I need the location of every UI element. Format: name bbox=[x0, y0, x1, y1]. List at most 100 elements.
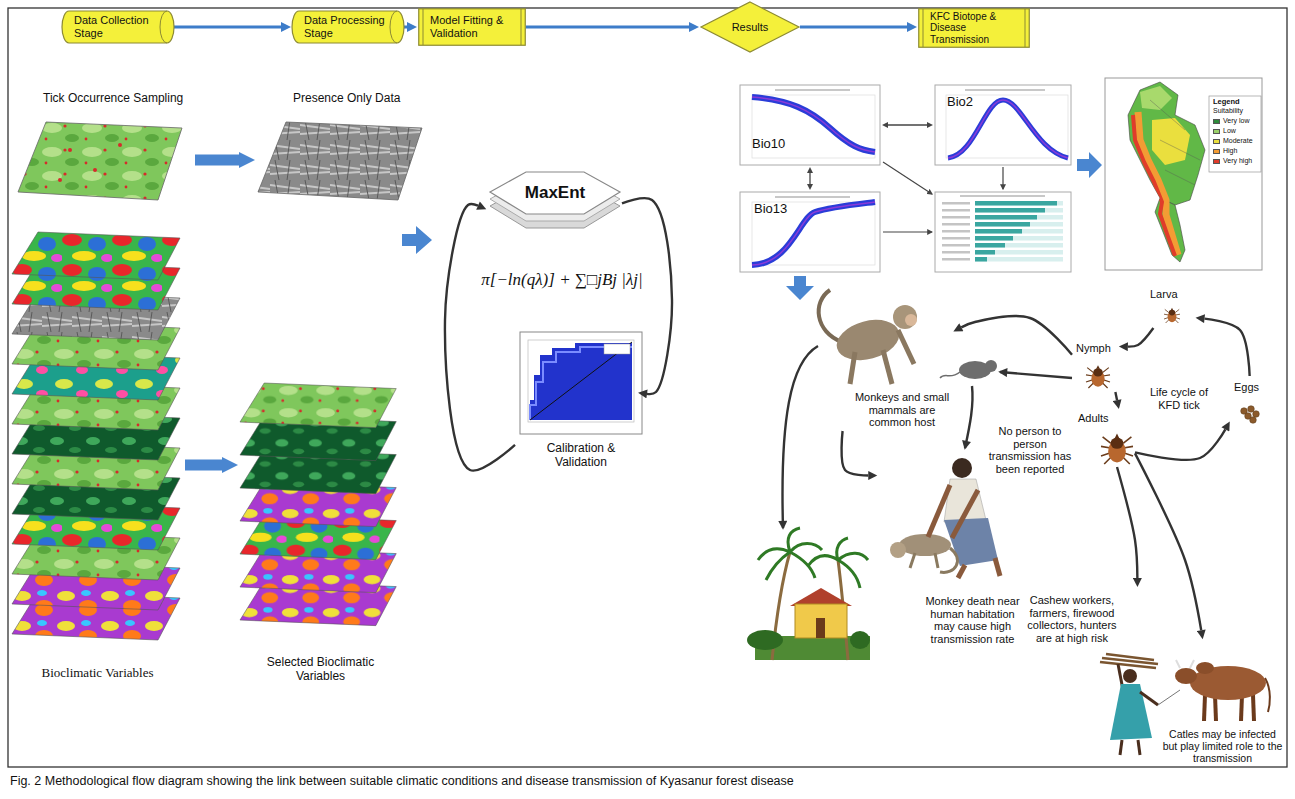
node-text: Monkey death near human habitation may c… bbox=[925, 595, 1020, 646]
legend-swatch bbox=[1213, 159, 1220, 164]
response-curve bbox=[752, 202, 875, 265]
importance-bars bbox=[942, 258, 970, 261]
importance-bars bbox=[942, 223, 970, 226]
woman-figure bbox=[1100, 662, 1156, 668]
suitability-map bbox=[1152, 118, 1190, 165]
importance-bars bbox=[942, 230, 970, 233]
person-figure bbox=[952, 458, 972, 478]
response-curve bbox=[935, 85, 1071, 165]
rat-figure bbox=[940, 360, 997, 379]
node-text: Selected Bioclimatic Variables bbox=[258, 656, 383, 684]
house-figure bbox=[747, 630, 783, 650]
person-figure bbox=[940, 548, 957, 572]
chart-arrow bbox=[883, 231, 932, 232]
selected-stack bbox=[240, 383, 396, 428]
decision-diamond: Results bbox=[700, 1, 800, 53]
presence-map bbox=[258, 122, 422, 200]
response-curve bbox=[740, 85, 880, 165]
person-figure bbox=[935, 553, 938, 568]
node-text: Data Collection Stage bbox=[74, 14, 156, 39]
importance-bars bbox=[942, 251, 970, 254]
response-curve bbox=[740, 85, 880, 165]
monkey-figure bbox=[819, 290, 842, 342]
model-box: MaxEnt bbox=[488, 170, 622, 252]
importance-bars bbox=[942, 237, 970, 240]
connector-arrow bbox=[1115, 392, 1117, 400]
cow-figure bbox=[1176, 660, 1194, 668]
node-text: MaxEnt bbox=[488, 183, 622, 203]
tick-figure bbox=[1086, 365, 1110, 388]
house-figure bbox=[816, 618, 825, 638]
response-curve bbox=[740, 192, 880, 272]
person-figure bbox=[952, 490, 978, 538]
monkey-figure bbox=[898, 330, 914, 364]
person-figure bbox=[890, 458, 1000, 578]
legend-text: Very low bbox=[1223, 117, 1261, 125]
response-curve bbox=[752, 97, 875, 152]
suitability-map bbox=[1133, 86, 1200, 256]
node-text: Larva bbox=[1150, 288, 1192, 301]
legend-swatch bbox=[1213, 119, 1220, 124]
node-text: Data Processing Stage bbox=[304, 14, 386, 39]
importance-bars bbox=[975, 201, 1063, 262]
response-curve bbox=[752, 202, 875, 265]
cow-figure bbox=[1175, 668, 1197, 684]
importance-bars bbox=[975, 215, 1063, 220]
legend-swatch bbox=[1213, 149, 1220, 154]
importance-bars bbox=[975, 208, 1063, 213]
response-curve bbox=[946, 95, 1068, 158]
house-figure bbox=[795, 604, 847, 638]
roc-chart: Calibration & Validation bbox=[515, 328, 647, 488]
suitability-map bbox=[1133, 115, 1175, 256]
process-bar bbox=[423, 9, 521, 45]
person-figure bbox=[958, 565, 965, 578]
connector-arrow bbox=[195, 155, 239, 166]
diamond-body bbox=[701, 2, 799, 52]
connector-arrow bbox=[174, 26, 281, 29]
legend-swatch bbox=[1213, 139, 1220, 144]
response-curve bbox=[740, 192, 880, 272]
importance-bars bbox=[975, 257, 987, 262]
woman-figure bbox=[1106, 654, 1154, 660]
connector-arrow bbox=[1135, 453, 1201, 630]
monkey-figure bbox=[819, 290, 917, 384]
person-figure bbox=[944, 518, 998, 566]
response-curve bbox=[935, 85, 1071, 165]
response-curve bbox=[775, 89, 850, 91]
connector-arrow bbox=[445, 204, 515, 471]
block-arrow bbox=[402, 226, 432, 254]
roc-plot bbox=[520, 332, 642, 434]
occurrence-map bbox=[18, 122, 182, 200]
response-curve bbox=[752, 97, 875, 152]
occurrence-map bbox=[68, 148, 72, 152]
importance-bars bbox=[942, 202, 970, 205]
woman-figure bbox=[1120, 740, 1122, 755]
transmission-arrow bbox=[782, 346, 818, 528]
connector-arrow bbox=[800, 26, 907, 29]
woman-figure bbox=[1140, 692, 1158, 705]
importance-bars bbox=[960, 195, 1045, 197]
person-figure bbox=[928, 485, 950, 537]
occurrence-map bbox=[118, 143, 122, 147]
legend-text: High bbox=[1223, 147, 1261, 155]
monkey-figure bbox=[832, 313, 904, 366]
rat-figure bbox=[940, 372, 960, 378]
suitability-map bbox=[1209, 96, 1261, 172]
response-curve bbox=[752, 202, 875, 265]
house-figure bbox=[808, 538, 868, 588]
suitability-map bbox=[1105, 78, 1262, 270]
cylinder-face bbox=[160, 11, 167, 43]
house-figure bbox=[850, 631, 870, 649]
importance-bars bbox=[942, 202, 970, 261]
frame bbox=[8, 8, 1287, 767]
response-curve bbox=[965, 89, 1045, 91]
cow-figure bbox=[1253, 695, 1254, 721]
rat-figure bbox=[985, 360, 997, 372]
cattle-figure: Catles may be infected but play limited … bbox=[1160, 640, 1285, 768]
cylinder-body bbox=[292, 11, 404, 43]
node-text: Model Fitting & Validation bbox=[430, 14, 514, 39]
roc-plot bbox=[604, 344, 630, 354]
stage-cylinder: Data Collection Stage bbox=[62, 10, 174, 44]
node-text: Results bbox=[720, 21, 780, 34]
